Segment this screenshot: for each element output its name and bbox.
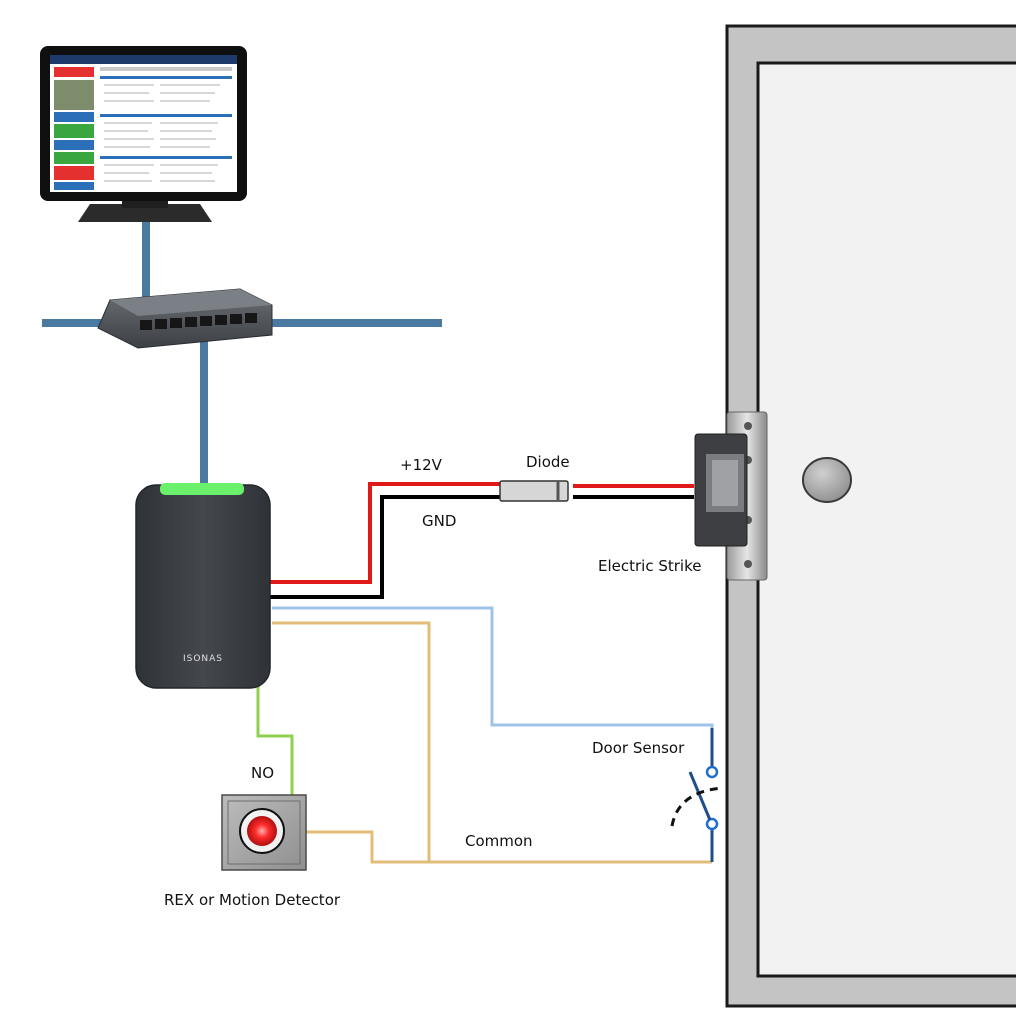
- diode-icon: [499, 480, 569, 502]
- label-electric-strike: Electric Strike: [598, 557, 701, 575]
- common-wire-rex: [306, 830, 712, 864]
- label-no: NO: [251, 764, 274, 782]
- rex-button-icon: [221, 794, 307, 871]
- network-switch-icon: [97, 288, 273, 349]
- electric-strike-icon: [694, 411, 768, 581]
- power-wiring: [270, 480, 694, 599]
- positive-wire: [270, 482, 500, 584]
- door-panel: [756, 61, 1016, 978]
- ground-wire: [270, 495, 500, 599]
- card-reader-icon: ISONAS: [135, 483, 271, 689]
- label-rex: REX or Motion Detector: [164, 891, 341, 909]
- computer-monitor-icon: [40, 46, 247, 222]
- signal-wiring: [256, 606, 714, 864]
- common-wire: [272, 621, 431, 862]
- reader-brand: ISONAS: [183, 654, 223, 664]
- door-knob-icon: [802, 457, 852, 503]
- network-wiring: [42, 220, 442, 484]
- reader-led: [160, 483, 244, 495]
- label-door-sensor: Door Sensor: [592, 739, 685, 757]
- label-gnd: GND: [422, 512, 456, 530]
- door-sensor-switch-icon: [670, 728, 723, 862]
- label-diode: Diode: [526, 453, 570, 471]
- rex-wire: [256, 678, 294, 795]
- label-common: Common: [465, 832, 533, 850]
- door: [725, 24, 1016, 1008]
- label-plus12v: +12V: [400, 456, 443, 474]
